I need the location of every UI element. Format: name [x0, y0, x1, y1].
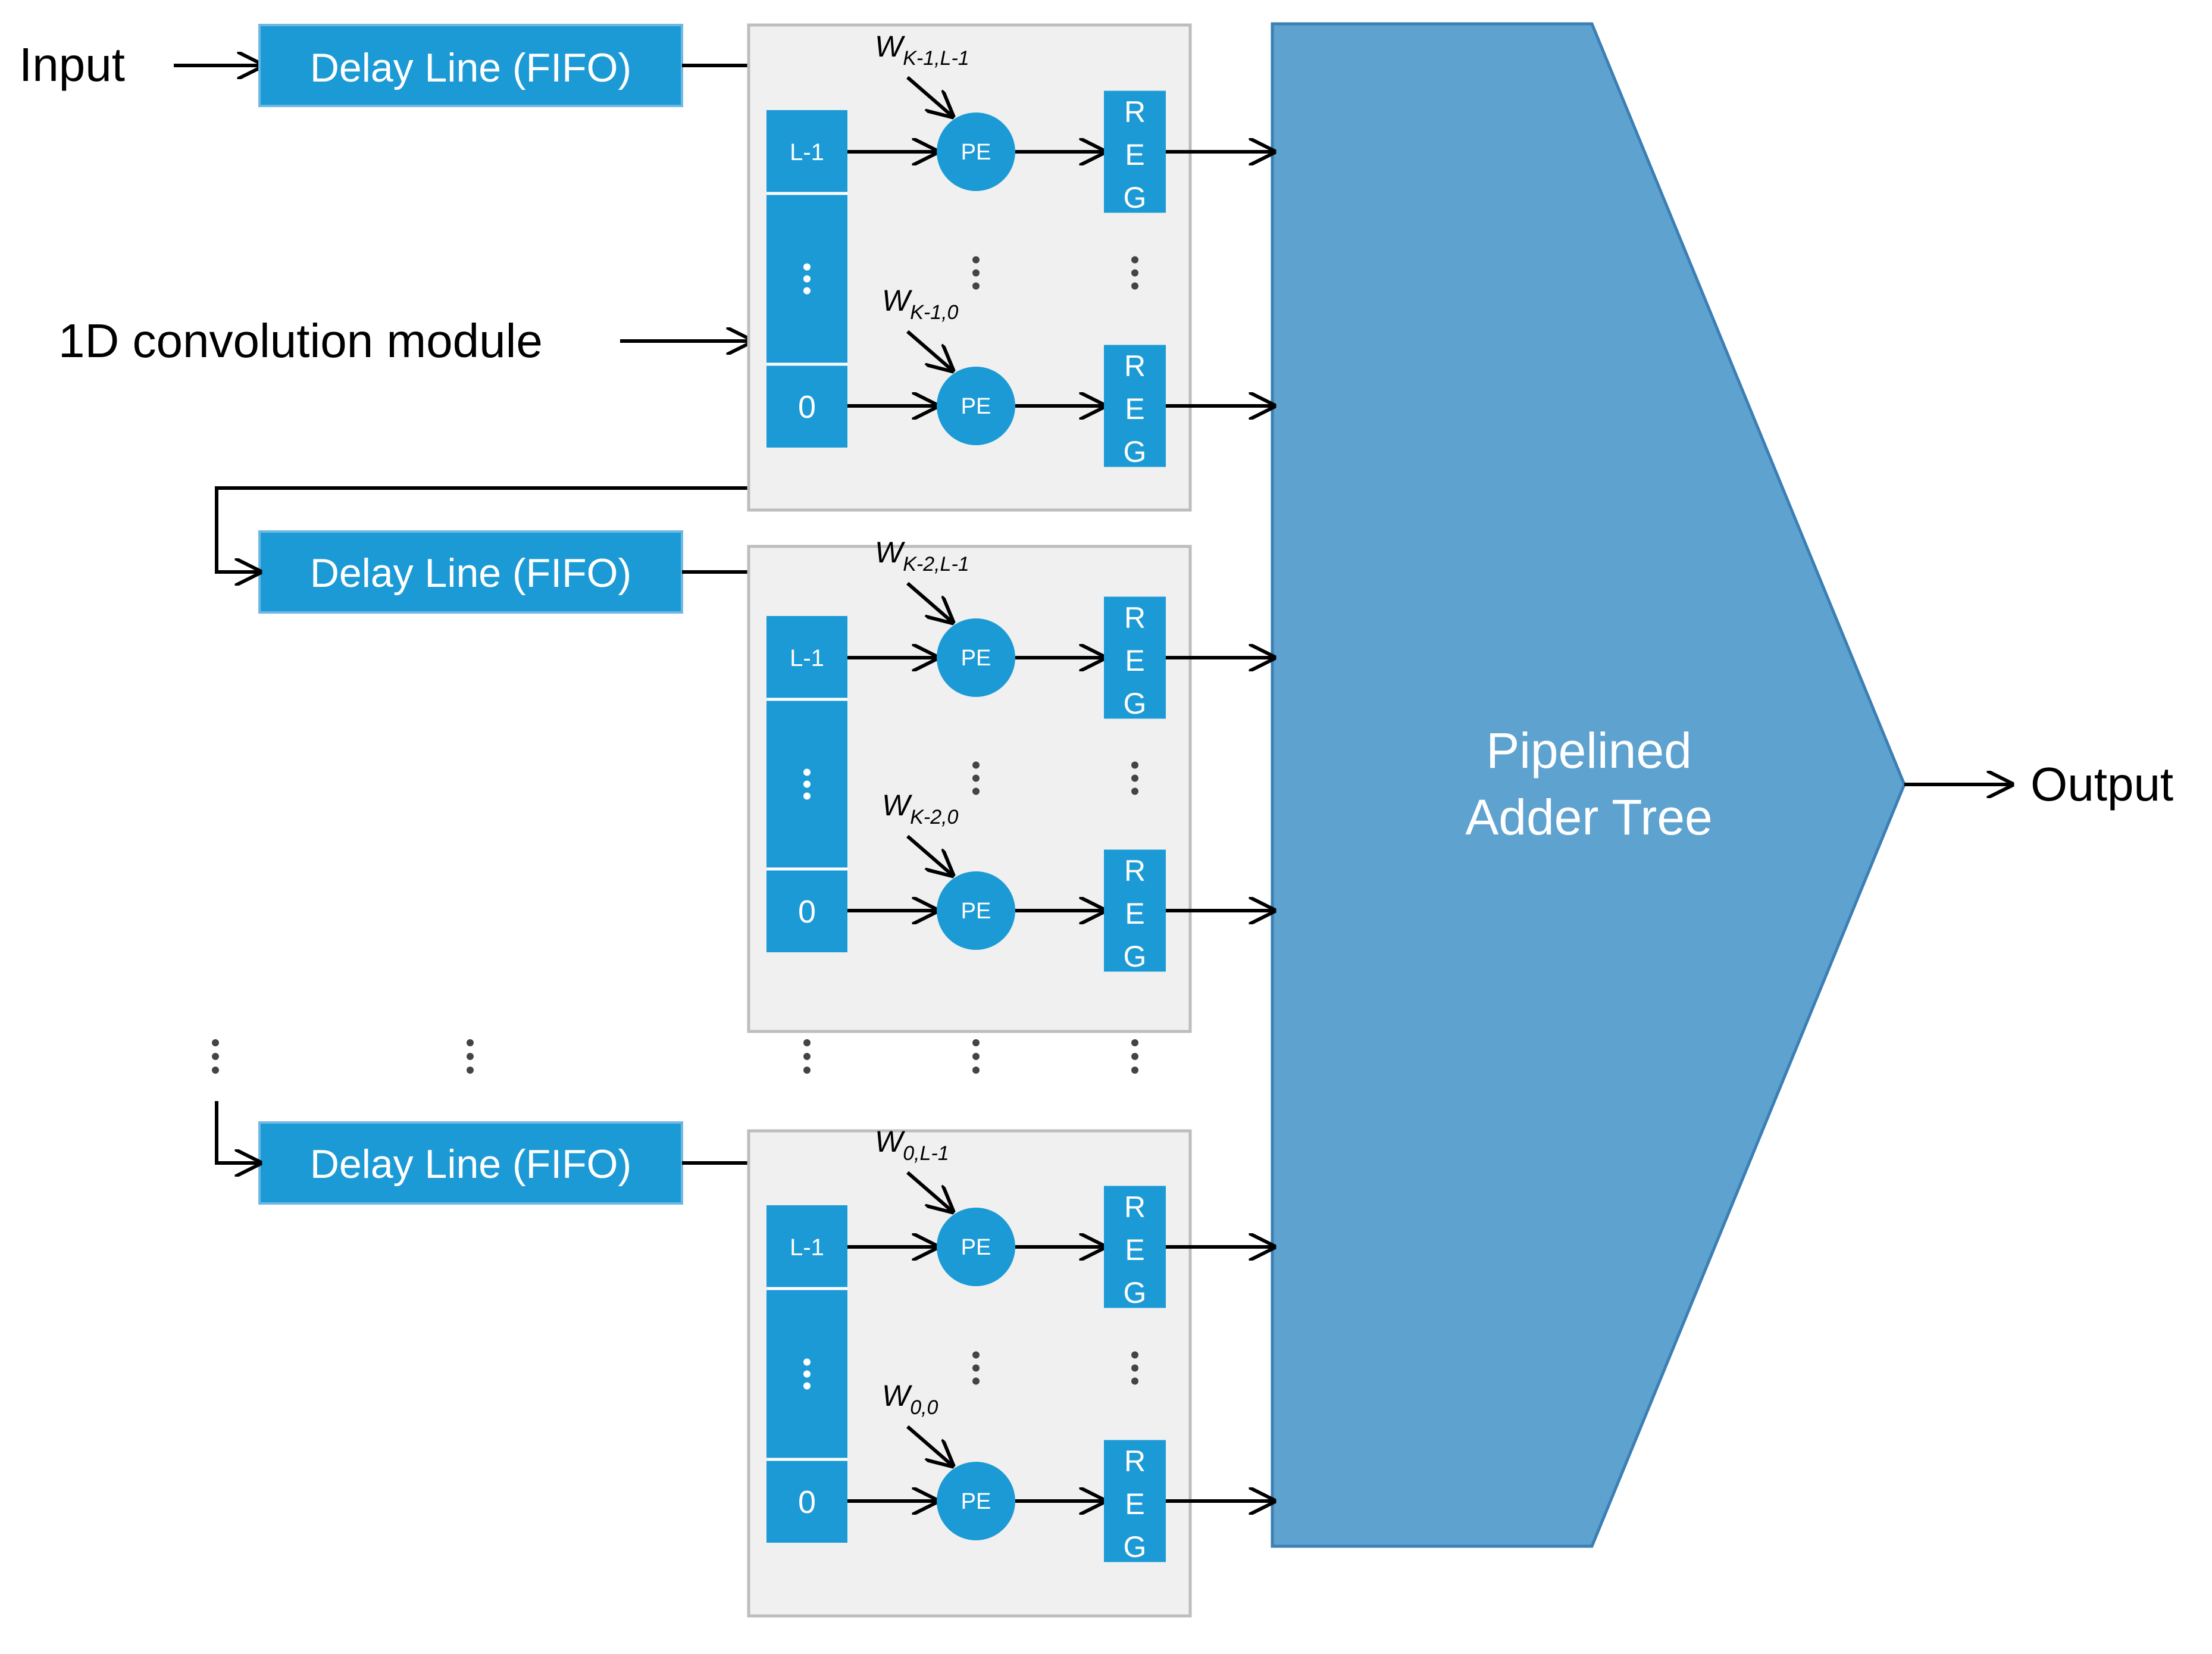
- module-2-row-top-pe-label: PE: [961, 646, 991, 671]
- module-2-cell-top: L-1: [790, 645, 824, 671]
- module-1-row-bot-reg-letter: G: [1124, 435, 1147, 468]
- module-3-cell-top: L-1: [790, 1234, 824, 1261]
- delay-line-3-label: Delay Line (FIFO): [310, 1142, 631, 1187]
- module-2-row-bot-reg: [1104, 849, 1166, 972]
- delay-line-1: Delay Line (FIFO): [258, 24, 683, 107]
- module-1-cell-top: L-1: [790, 139, 824, 165]
- adder-tree-label-line1: Pipelined: [1486, 723, 1692, 778]
- module-2-row-bot-reg-letter: R: [1124, 854, 1146, 887]
- module-3-reg-ellipsis: [1131, 1351, 1138, 1385]
- module-2-row-top-weight-arrow: [906, 581, 952, 622]
- delay-line-1-label: Delay Line (FIFO): [310, 45, 631, 90]
- ellipsis-buffer-col: [803, 1039, 811, 1074]
- module-1-row-bot-weight-label: WK-1,0: [882, 284, 959, 324]
- module-3-pe-ellipsis: [972, 1351, 980, 1385]
- module-2-row-bot-reg-letter: G: [1124, 940, 1147, 973]
- module-1-reg-ellipsis: [1131, 256, 1138, 290]
- module-1-row-top-reg: [1104, 90, 1166, 213]
- module-2-row-bot-weight-arrow: [906, 834, 952, 875]
- module-3-row-top-reg: [1104, 1186, 1166, 1308]
- module-3-row-top-reg-letter: G: [1124, 1276, 1147, 1309]
- module-3-row-bot-weight-label: W0,0: [882, 1379, 938, 1419]
- module-2-row-top-reg-letter: R: [1124, 601, 1146, 634]
- module-1-row-top-weight-label: WK-1,L-1: [875, 30, 969, 70]
- module-3-row-bot-weight-arrow: [906, 1425, 952, 1465]
- module-2-cell-bottom: 0: [798, 894, 816, 930]
- module-3-row-bot-reg-letter: E: [1125, 1487, 1144, 1521]
- ellipsis-left-col: [212, 1039, 219, 1074]
- ellipsis-reg-col: [1131, 1039, 1138, 1074]
- module-2-row-top-reg-letter: E: [1125, 644, 1144, 677]
- module-2-row-bot-weight-label: WK-2,0: [882, 789, 959, 828]
- module-3-row-bot-pe: [937, 1462, 1015, 1540]
- module-3-row-top-weight-label: W0,L-1: [875, 1125, 949, 1165]
- module-2-row-top-weight-label: WK-2,L-1: [875, 536, 969, 576]
- module-3-row-top-reg-letter: E: [1125, 1233, 1144, 1267]
- module-3-row-bot-reg-letter: R: [1124, 1444, 1146, 1478]
- module-1-row-top-weight-arrow: [906, 76, 952, 116]
- module-1-row-top-reg-letter: E: [1125, 138, 1144, 171]
- module-2-row-bot-pe-label: PE: [961, 899, 991, 924]
- module-3-row-top-weight-arrow: [906, 1171, 952, 1211]
- conv-module-label: 1D convolution module: [58, 314, 543, 367]
- module-1-cell-ellipsis: [803, 263, 811, 295]
- module-1-row-bot-weight-arrow: [906, 330, 952, 370]
- module-1-row-top-pe: [937, 112, 1015, 191]
- to-delay-3-wire: [215, 1101, 259, 1163]
- module-2-reg-ellipsis: [1131, 761, 1138, 795]
- module-2-row-top-reg: [1104, 596, 1166, 719]
- adder-tree-label-line2: Adder Tree: [1465, 789, 1713, 845]
- input-label: Input: [19, 38, 125, 91]
- conv-modules: L-10PEREGWK-1,L-1PEREGWK-1,0L-10PEREGWK-…: [747, 23, 1274, 1618]
- delay-line-2-label: Delay Line (FIFO): [310, 551, 631, 596]
- module-2-row-bot-pe: [937, 871, 1015, 950]
- module-3-cell-ellipsis: [803, 1358, 811, 1390]
- module-1-row-top-pe-label: PE: [961, 140, 991, 165]
- module-1-row-bot-reg: [1104, 345, 1166, 467]
- module-1-cell-bottom: 0: [798, 389, 816, 425]
- module-1-row-bot-pe-label: PE: [961, 394, 991, 419]
- adder-tree-shape: [1271, 22, 1906, 1548]
- module-1-row-bot-pe: [937, 367, 1015, 445]
- module-3-row-top-reg-letter: R: [1124, 1190, 1146, 1224]
- module-3-row-top-pe: [937, 1208, 1015, 1286]
- module-2-row-bot-reg-letter: E: [1125, 897, 1144, 930]
- module-2-pe-ellipsis: [972, 761, 980, 795]
- module-1-row-bot-reg-letter: E: [1125, 392, 1144, 426]
- ellipsis-mid-col: [467, 1039, 474, 1074]
- output-label: Output: [2030, 758, 2173, 811]
- module-3-row-top-pe-label: PE: [961, 1235, 991, 1260]
- module-3-row-bot-reg: [1104, 1440, 1166, 1562]
- ellipsis-pe-col: [972, 1039, 980, 1074]
- delay-line-2: Delay Line (FIFO): [258, 530, 683, 614]
- module-1-pe-ellipsis: [972, 256, 980, 290]
- delay-line-3: Delay Line (FIFO): [258, 1121, 683, 1205]
- module-2-cell-ellipsis: [803, 768, 811, 800]
- module-1-row-top-reg-letter: R: [1124, 95, 1146, 129]
- module-3-cell-bottom: 0: [798, 1484, 816, 1520]
- module-3-row-bot-pe-label: PE: [961, 1489, 991, 1514]
- module-1-row-top-reg-letter: G: [1124, 181, 1147, 214]
- module-2-row-top-pe: [937, 618, 1015, 697]
- module-2-row-top-reg-letter: G: [1124, 687, 1147, 720]
- module-3-row-bot-reg-letter: G: [1124, 1530, 1147, 1564]
- module-1-row-bot-reg-letter: R: [1124, 349, 1146, 383]
